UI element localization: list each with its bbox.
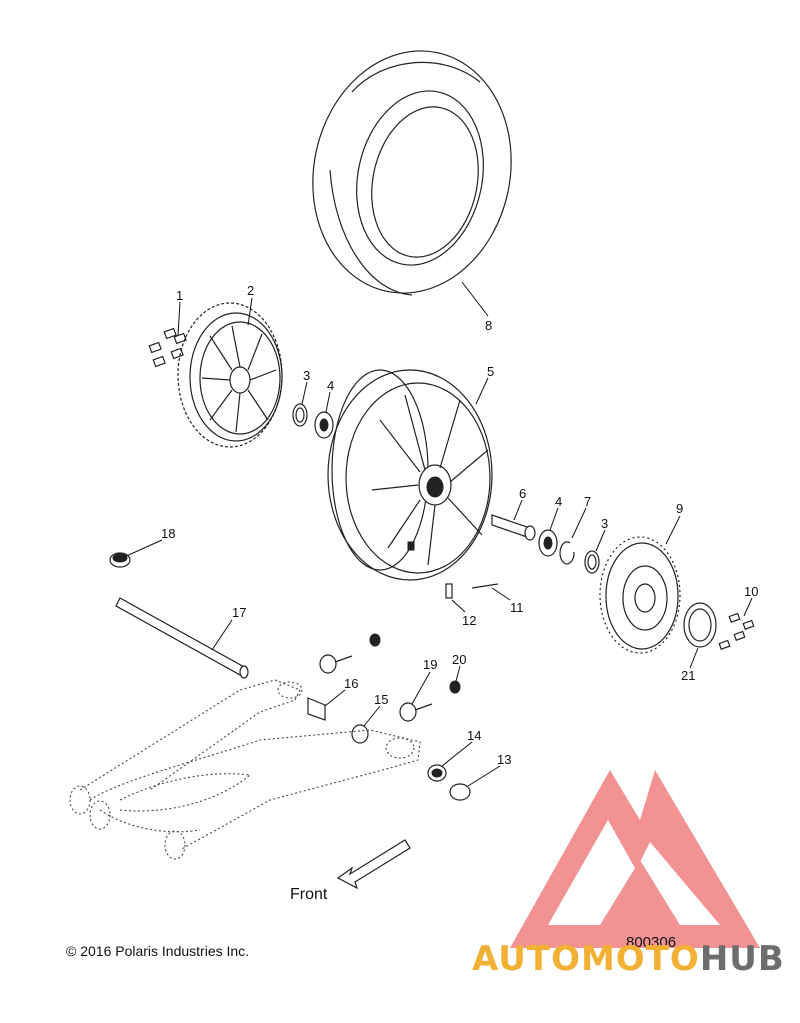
- callout-14: 14: [467, 728, 481, 743]
- left-seal-bearing: [292, 403, 334, 439]
- front-arrow: [336, 839, 411, 890]
- callout-21: 21: [681, 668, 695, 683]
- callout-10: 10: [744, 584, 758, 599]
- callout-11: 11: [510, 600, 524, 615]
- right-bearing-seal: [538, 529, 600, 574]
- callout-2: 2: [247, 283, 254, 298]
- wheel-spacer: [491, 514, 536, 541]
- callout-labels: 1 2 3 4 5 6 4 7 3 8 9 10 11 12 13 14 15 …: [161, 283, 758, 767]
- callout-5: 5: [487, 364, 494, 379]
- leader-lines: [123, 281, 753, 787]
- belt-sprocket: [177, 302, 283, 448]
- callout-3b: 3: [601, 516, 608, 531]
- callout-3: 3: [303, 368, 310, 383]
- callout-7: 7: [584, 494, 591, 509]
- callout-6: 6: [519, 486, 526, 501]
- callout-17: 17: [232, 605, 246, 620]
- disc-bolts: [718, 612, 755, 650]
- callout-15: 15: [374, 692, 388, 707]
- sprocket-bolts: [148, 327, 187, 368]
- callout-12: 12: [462, 613, 476, 628]
- disc-mount-ring: [683, 602, 717, 648]
- callout-16: 16: [344, 676, 358, 691]
- callout-20: 20: [452, 652, 466, 667]
- callout-19: 19: [423, 657, 437, 672]
- callout-4: 4: [327, 378, 334, 393]
- axle-cap: [109, 552, 131, 568]
- watermark-text: AUTOMOTOHUB: [472, 942, 785, 976]
- callout-1: 1: [176, 288, 183, 303]
- swingarm: [69, 679, 421, 860]
- watermark-text-gray: HUB: [699, 939, 785, 979]
- callout-8: 8: [485, 318, 492, 333]
- watermark-logo: [510, 770, 760, 948]
- callout-13: 13: [497, 752, 511, 767]
- callout-4b: 4: [555, 494, 562, 509]
- copyright-notice: © 2016 Polaris Industries Inc.: [66, 943, 250, 959]
- watermark-text-colored: AUTOMOTO: [472, 939, 700, 979]
- callout-18: 18: [161, 526, 175, 541]
- rear-axle: [115, 597, 249, 679]
- rear-wheel: [327, 369, 493, 581]
- swingarm-hardware: [307, 633, 471, 801]
- tire: [312, 50, 512, 296]
- brake-disc: [599, 536, 681, 654]
- drawing-number: 800306: [626, 934, 677, 951]
- callout-9: 9: [676, 501, 683, 516]
- valve-stem: [445, 583, 499, 599]
- front-direction-label: Front: [290, 886, 328, 903]
